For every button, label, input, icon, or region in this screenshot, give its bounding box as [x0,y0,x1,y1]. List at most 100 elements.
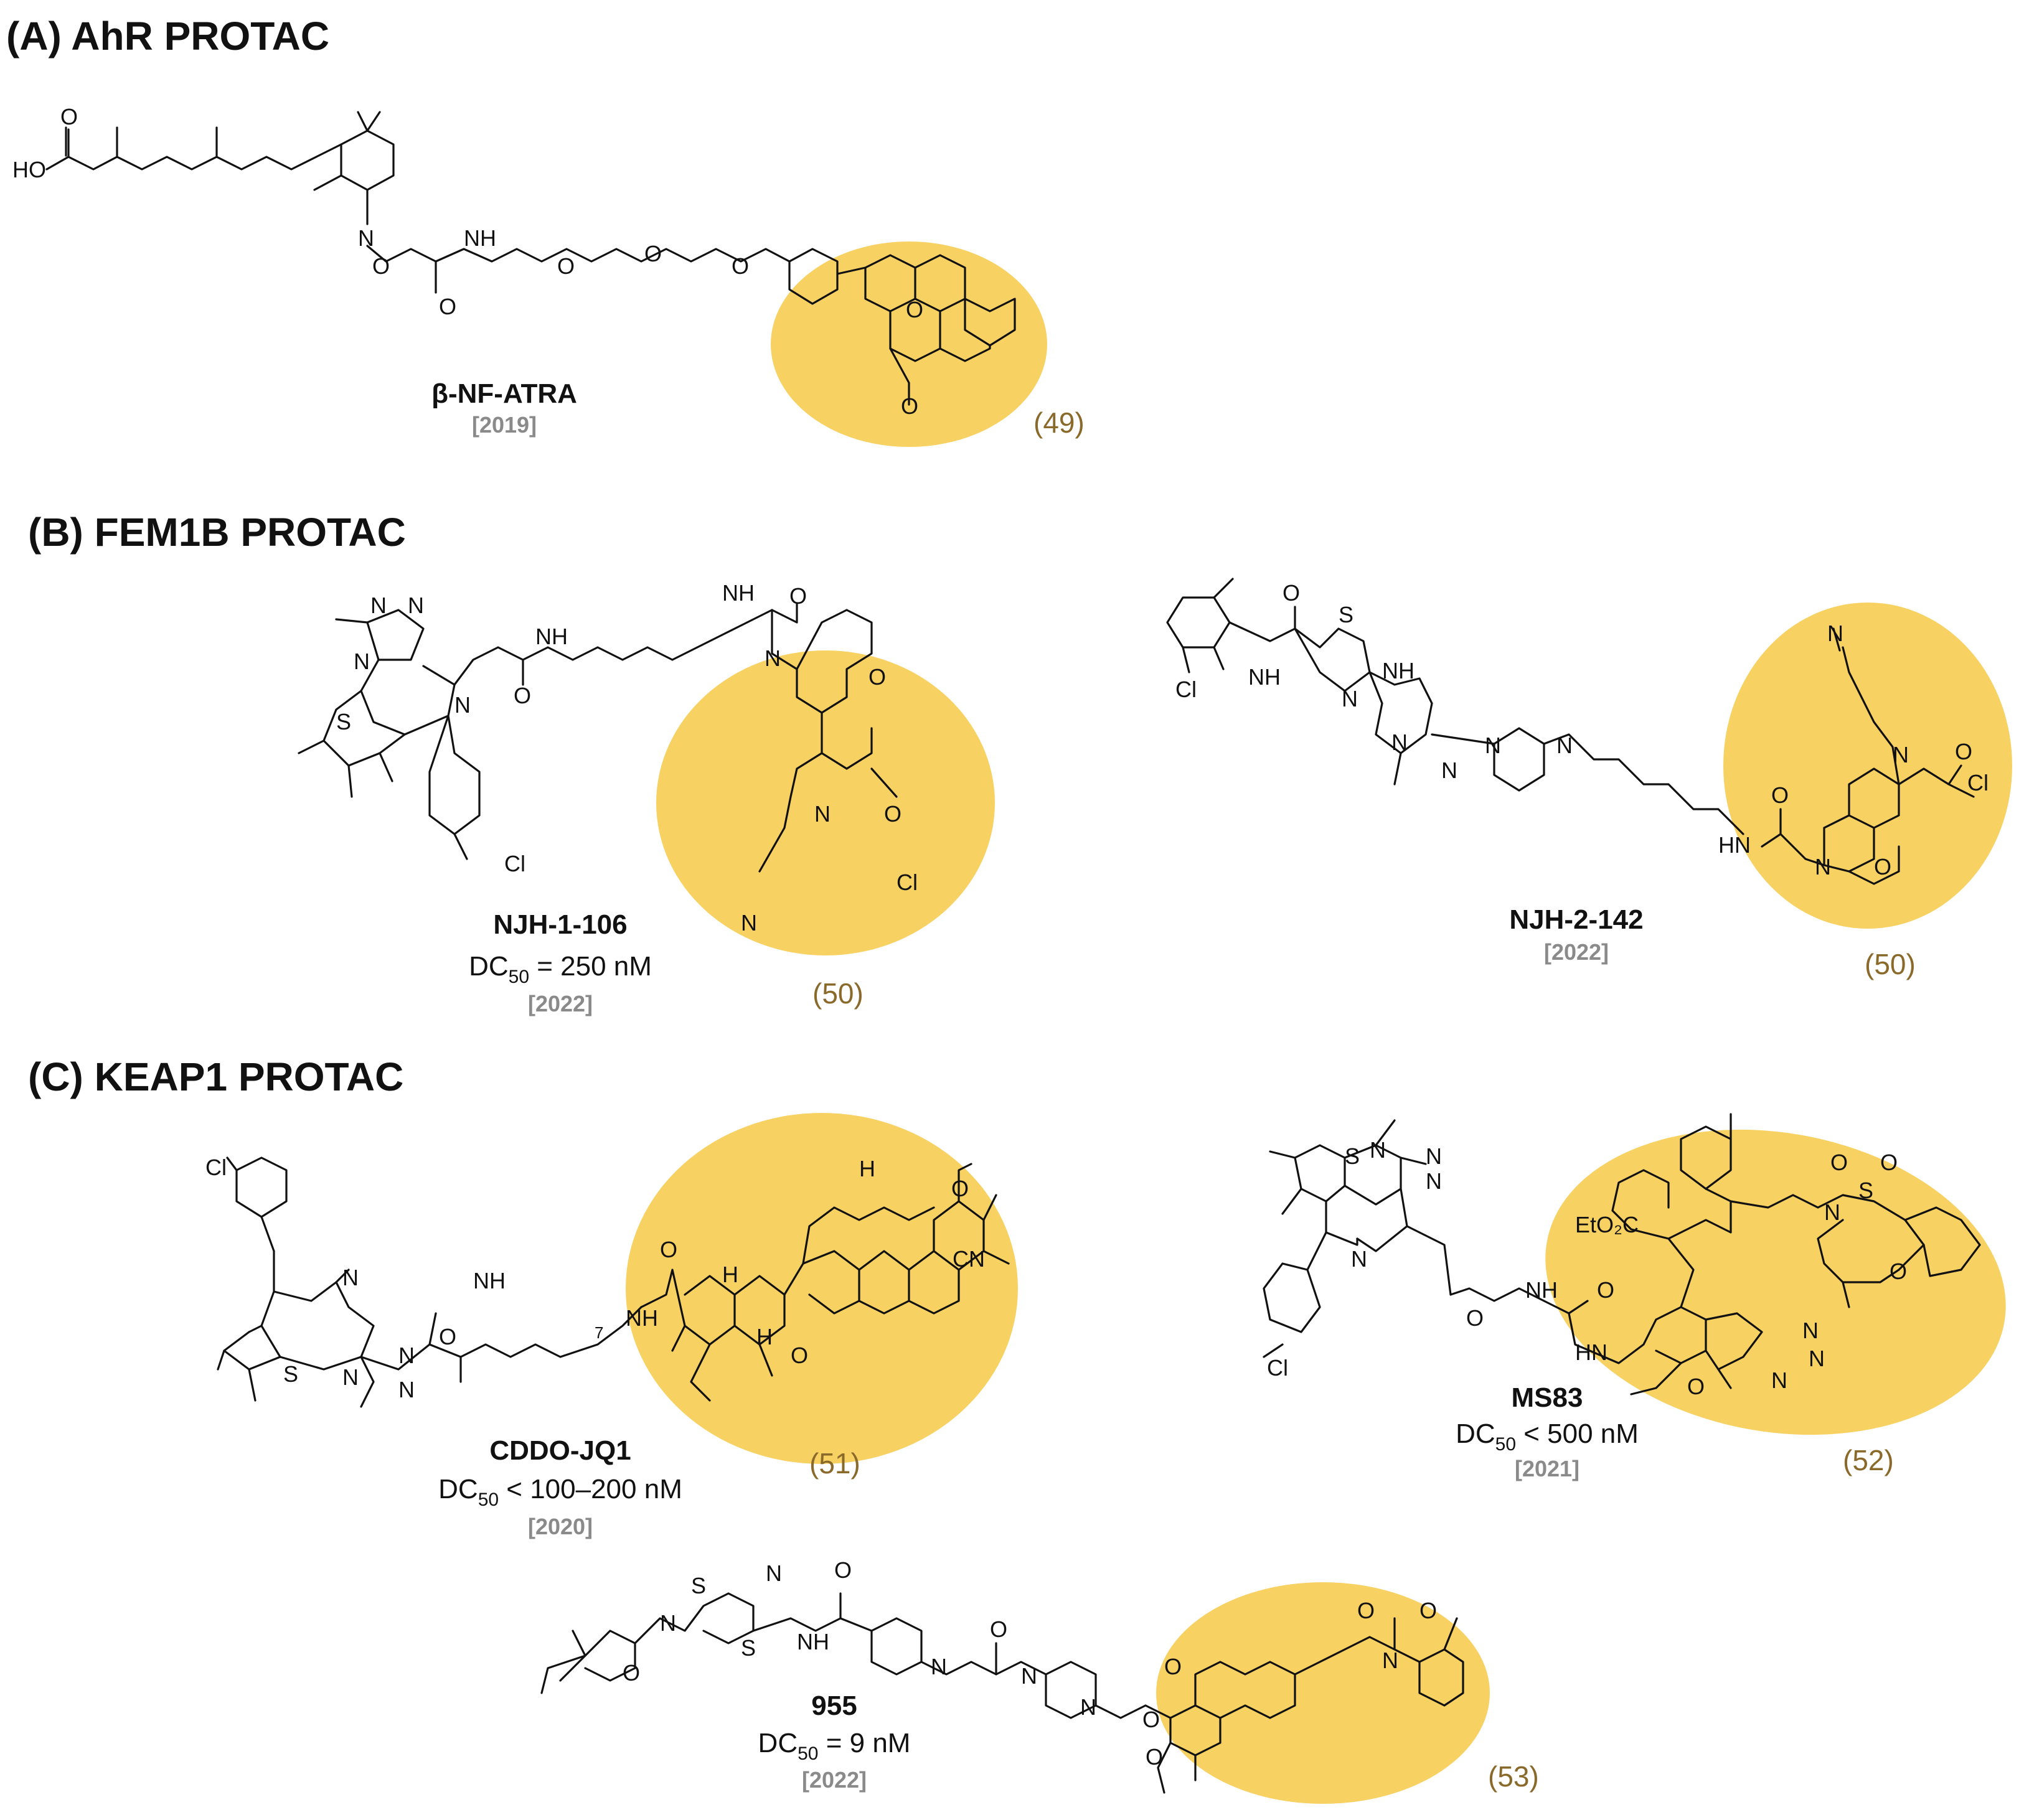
section-title-a: (A) AhR PROTAC [6,14,329,59]
atom-n-b3: N [354,649,370,674]
atom-n-b5: N [765,645,781,671]
atom-n-b1: N [370,593,387,618]
atom-o-f4: O [1164,1654,1182,1679]
atom-nh-c2: NH [1382,658,1414,683]
atom-s-b1: S [336,709,351,734]
compound-year-njh-2-142: [2022] [1544,939,1609,965]
atom-n-f5: N [1080,1694,1096,1720]
atom-o-d3: O [791,1343,808,1368]
atom-cl-b1: Cl [504,851,525,876]
atom-s-f1: S [691,1573,706,1598]
atom-s-e2: S [1858,1178,1873,1203]
atom-o-d4: O [951,1176,969,1201]
atom-o-a5: O [644,241,662,266]
structure-njh-1-106: N N N N S Cl O NH NH O N O N O Cl N [298,580,918,936]
warhead-highlight-51 [626,1113,1018,1464]
atom-o-e6: O [1890,1259,1907,1284]
atom-s-c1: S [1339,602,1353,627]
atom-o-b4: O [884,801,901,827]
atom-nh-a: NH [464,225,496,251]
atom-n-f4: N [1021,1663,1037,1689]
atom-cl-e1: Cl [1267,1355,1288,1381]
reference-53: (53) [1488,1760,1539,1793]
atom-n-f6: N [1382,1648,1398,1673]
atom-cl-b2: Cl [897,870,918,895]
atom-hn-c1: HN [1718,832,1751,858]
compound-dc50-njh-1-106: DC50 = 250 nM [469,951,652,987]
atom-nh-b2: NH [722,580,755,606]
compound-year-beta-nf-atra: [2019] [472,412,537,438]
compound-dc50-955: DC50 = 9 nM [758,1728,911,1764]
section-title-b: (B) FEM1B PROTAC [28,510,406,555]
atom-o-d1: O [439,1324,456,1349]
atom-n-e4: N [1351,1246,1367,1272]
atom-o-a2: O [372,253,390,279]
structure-beta-nf-atra: HO O N O NH O O O O O O [12,104,1016,419]
atom-n-d2: N [342,1364,359,1390]
atom-n-e1: N [1370,1137,1386,1163]
reference-49: (49) [1033,406,1085,439]
atom-cn-d1: CN [953,1246,985,1272]
atom-n-c4: N [1485,733,1501,758]
atom-o-f3: O [990,1616,1007,1642]
compound-year-ms83: [2021] [1515,1456,1579,1481]
atom-o-f7: O [1357,1598,1375,1623]
compound-name-ms83: MS83 [1512,1382,1583,1413]
atom-o-b1: O [514,683,531,708]
atom-n-c5: N [1556,733,1573,758]
atom-h-d3: H [859,1156,875,1181]
atom-n-b2: N [408,593,424,618]
warhead-highlight-49 [771,242,1047,447]
atom-s-f2: S [741,1635,756,1661]
atom-n-f3: N [931,1654,947,1679]
structure-ms83: S N N N N Cl O NH O HN O EtO₂C O S O N O… [1263,1113,1981,1399]
atom-n-e7: N [1809,1346,1825,1371]
structure-cddo-jq1: Cl N S N N N O NH 7 NH O H H O H O CN [205,1155,1010,1408]
warhead-highlight-52 [1545,1129,2006,1435]
compound-name-beta-nf-atra: β-NF-ATRA [431,378,577,409]
atom-o-a1: O [60,104,78,129]
reference-51: (51) [809,1447,860,1480]
atom-cl-c1: Cl [1175,677,1197,702]
atom-o-e2: O [1597,1277,1614,1303]
atom-n-c3: N [1441,758,1457,783]
warhead-highlight-50a [656,650,995,955]
atom-o-b3: O [868,664,886,690]
atom-n-c6: N [1815,854,1831,880]
atom-n-c2: N [1391,729,1408,755]
compound-name-cddo-jq1: CDDO-JQ1 [489,1435,631,1466]
atom-o-e1: O [1466,1305,1484,1331]
compound-year-cddo-jq1: [2020] [528,1514,593,1539]
atom-n-e8: N [1771,1367,1787,1393]
atom-nh-b1: NH [535,624,568,649]
atom-n-b7: N [741,910,757,936]
atom-n-b4: N [454,692,471,718]
compound-name-njh-2-142: NJH-2-142 [1509,904,1643,935]
atom-s-d1: S [283,1361,298,1387]
atom-h-d1: H [722,1262,738,1287]
atom-o-c2: O [1771,782,1789,808]
atom-o-a6: O [732,253,749,279]
atom-o-a8: O [901,393,918,419]
atom-n-d4: N [398,1377,415,1402]
atom-o-f5: O [1142,1707,1160,1732]
atom-s-e1: S [1345,1143,1360,1169]
atom-nh-d1: NH [473,1268,506,1293]
atom-o-c3: O [1874,854,1891,880]
atom-nh-d2: NH [626,1305,658,1331]
reference-50b: (50) [1865,948,1916,980]
atom-o-e4: O [1830,1150,1848,1175]
atom-n-c1: N [1342,686,1358,711]
atom-o-f6: O [1146,1744,1163,1770]
compound-dc50-ms83: DC50 < 500 nM [1456,1419,1639,1455]
reference-50a: (50) [812,977,864,1010]
atom-n-f1: N [660,1610,676,1636]
atom-n-f2: N [766,1560,782,1586]
atom-nh-c1: NH [1248,664,1281,690]
atom-h-d2: H [756,1324,773,1349]
warhead-highlight-50b [1723,603,2012,929]
compound-year-njh-1-106: [2022] [528,991,593,1016]
warhead-highlight-53 [1156,1582,1490,1804]
compound-name-njh-1-106: NJH-1-106 [493,909,627,940]
